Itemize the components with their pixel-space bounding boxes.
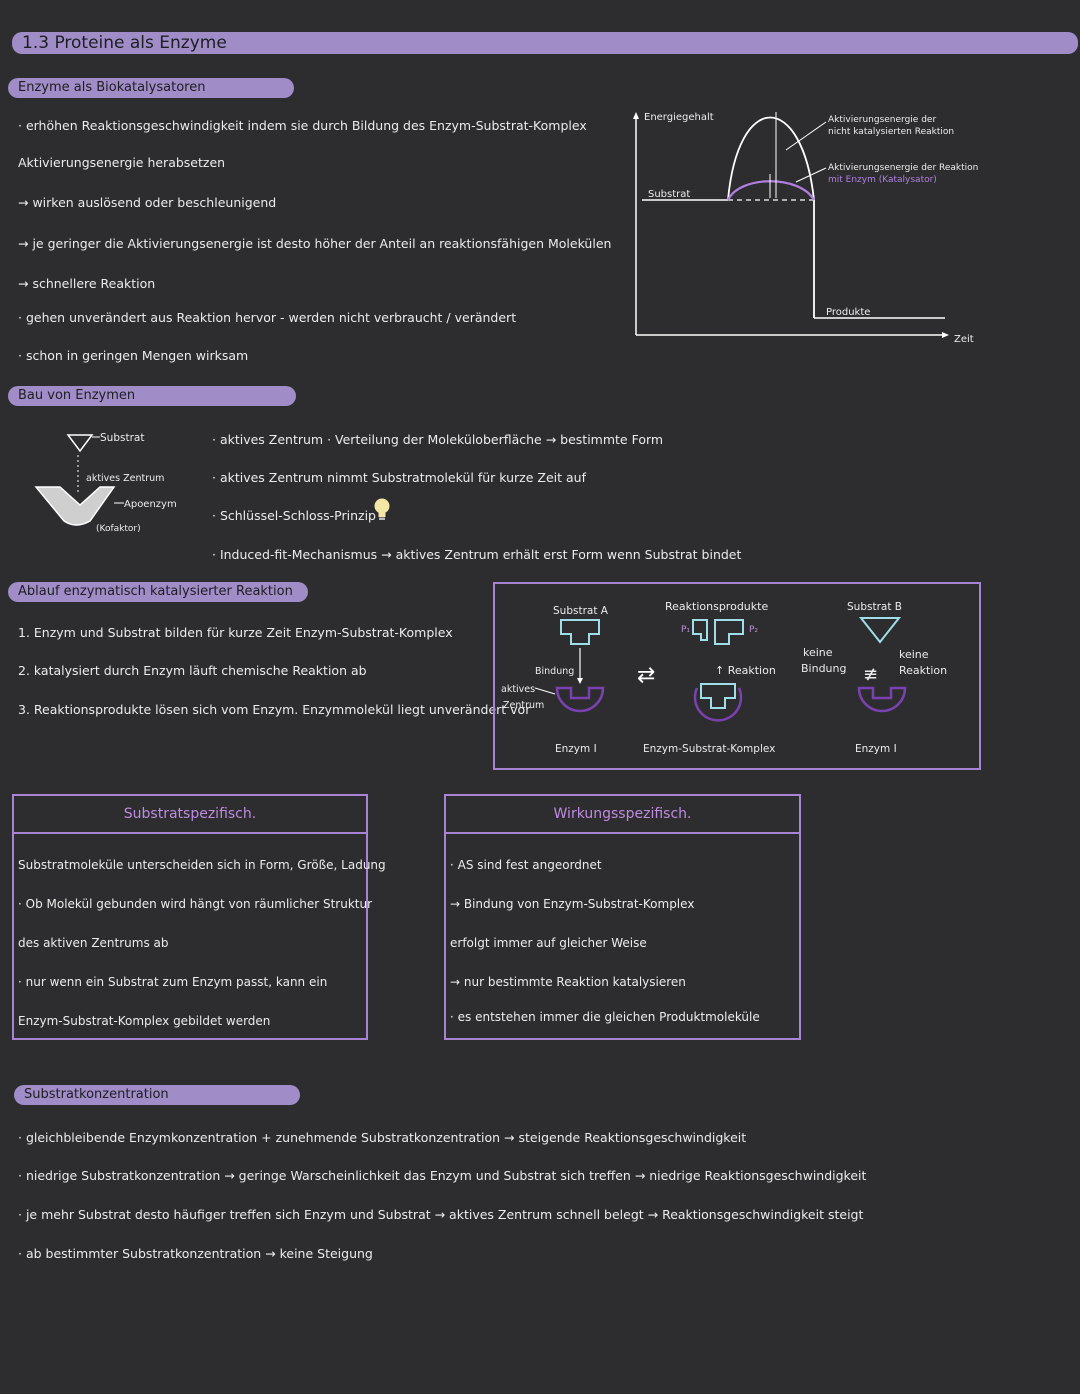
text-line: · Induced-fit-Mechanismus → aktives Zent… xyxy=(212,547,742,562)
box-line: · es entstehen immer die gleichen Produk… xyxy=(450,1010,760,1024)
text-line: · aktives Zentrum nimmt Substratmolekül … xyxy=(212,470,586,485)
box-title: Wirkungsspezifisch. xyxy=(446,796,799,834)
energy-diagram: Energiegehalt Zeit Substrat Produkte Akt… xyxy=(633,112,978,345)
label-bindung: Bindung xyxy=(535,666,574,677)
text-line: · Schlüssel-Schloss-Prinzip xyxy=(212,508,376,523)
step-3: 3. Reaktionsprodukte lösen sich vom Enzy… xyxy=(18,702,531,717)
no-binding-icon: ≢ xyxy=(863,664,878,685)
section-heading-bau: Bau von Enzymen xyxy=(8,386,296,406)
box-line: Substratmoleküle unterscheiden sich in F… xyxy=(18,858,386,872)
label-zentrum: Zentrum xyxy=(503,700,544,711)
text-line: · schon in geringen Mengen wirksam xyxy=(18,348,249,363)
reaction-diagram: Substrat A Bindung aktives Zentrum Enzym… xyxy=(493,582,981,770)
y-axis-label: Energiegehalt xyxy=(644,112,714,123)
label-substrat-a: Substrat A xyxy=(553,605,609,617)
page-title: 1.3 Proteine als Enzyme xyxy=(12,32,1078,54)
text-line: · je mehr Substrat desto häufiger treffe… xyxy=(18,1207,864,1222)
label-enzym-2: Enzym I xyxy=(855,743,897,755)
annotation-uncatalysed-2: nicht katalysierten Reaktion xyxy=(828,127,954,137)
box-line: Enzym-Substrat-Komplex gebildet werden xyxy=(18,1014,271,1028)
label-komplex: Enzym-Substrat-Komplex xyxy=(643,743,775,755)
produkte-label: Produkte xyxy=(826,307,870,318)
text-line: · gleichbleibende Enzymkonzentration + z… xyxy=(18,1130,747,1145)
annotation-catalysed-2: mit Enzym (Katalysator) xyxy=(828,175,937,185)
text-line: · aktives Zentrum · Verteilung der Molek… xyxy=(212,432,664,447)
step-2: 2. katalysiert durch Enzym läuft chemisc… xyxy=(18,663,367,678)
box-line: · nur wenn ein Substrat zum Enzym passt,… xyxy=(18,975,328,989)
substrat-level-label: Substrat xyxy=(648,189,690,200)
enzyme-structure-diagram: Substrat aktives Zentrum Apoenzym (Kofak… xyxy=(34,432,177,534)
section-heading-ablauf: Ablauf enzymatisch katalysierter Reaktio… xyxy=(8,582,308,602)
box-line: → nur bestimmte Reaktion katalysieren xyxy=(450,975,686,989)
x-axis-label: Zeit xyxy=(954,334,974,345)
label-apoenzym: Apoenzym xyxy=(124,499,177,510)
reversible-arrows-icon: ⇄ xyxy=(637,663,655,688)
label-aktives: aktives xyxy=(501,684,535,695)
label-keine-reaktion-2: Reaktion xyxy=(899,664,947,677)
box-line: · AS sind fest angeordnet xyxy=(450,858,602,872)
text-line: → schnellere Reaktion xyxy=(18,276,156,291)
label-keine-bindung-2: Bindung xyxy=(801,662,846,675)
annotation-catalysed-1: Aktivierungsenergie der Reaktion xyxy=(828,163,978,173)
text-line: · erhöhen Reaktionsgeschwindigkeit indem… xyxy=(18,118,587,133)
label-enzym-1: Enzym I xyxy=(555,743,597,755)
label-p1: P₁ xyxy=(681,625,690,635)
label-keine-bindung-1: keine xyxy=(803,646,833,659)
box-line: des aktiven Zentrums ab xyxy=(18,936,169,950)
label-p2: P₂ xyxy=(749,625,758,635)
step-1: 1. Enzym und Substrat bilden für kurze Z… xyxy=(18,625,453,640)
label-kofaktor: (Kofaktor) xyxy=(96,524,141,534)
label-reaktion: ↑ Reaktion xyxy=(715,664,776,677)
lightbulb-icon xyxy=(374,498,390,520)
box-title: Substratspezifisch. xyxy=(14,796,366,834)
section-heading-biokatalysatoren: Enzyme als Biokatalysatoren xyxy=(8,78,294,98)
box-line: · Ob Molekül gebunden wird hängt von räu… xyxy=(18,897,373,911)
label-substrat: Substrat xyxy=(100,432,144,444)
section-heading-substratkonzentration: Substratkonzentration xyxy=(14,1085,300,1105)
text-line: → je geringer die Aktivierungsenergie is… xyxy=(18,236,612,251)
text-line: → wirken auslösend oder beschleunigend xyxy=(18,195,277,210)
wirkungsspezifisch-box: Wirkungsspezifisch. · AS sind fest angeo… xyxy=(444,794,801,1040)
text-line: · gehen unverändert aus Reaktion hervor … xyxy=(18,310,517,325)
label-keine-reaktion-1: keine xyxy=(899,648,929,661)
text-line: · niedrige Substratkonzentration → gerin… xyxy=(18,1168,867,1183)
text-line: Aktivierungsenergie herabsetzen xyxy=(18,155,226,170)
annotation-uncatalysed-1: Aktivierungsenergie der xyxy=(828,115,936,125)
label-reaktionsprodukte: Reaktionsprodukte xyxy=(665,600,768,613)
label-aktives-zentrum: aktives Zentrum xyxy=(86,473,164,484)
box-line: erfolgt immer auf gleicher Weise xyxy=(450,936,647,950)
label-substrat-b: Substrat B xyxy=(847,601,902,613)
substratspezifisch-box: Substratspezifisch. Substratmoleküle unt… xyxy=(12,794,386,1040)
box-line: → Bindung von Enzym-Substrat-Komplex xyxy=(450,897,695,911)
text-line: · ab bestimmter Substratkonzentration → … xyxy=(18,1246,373,1261)
